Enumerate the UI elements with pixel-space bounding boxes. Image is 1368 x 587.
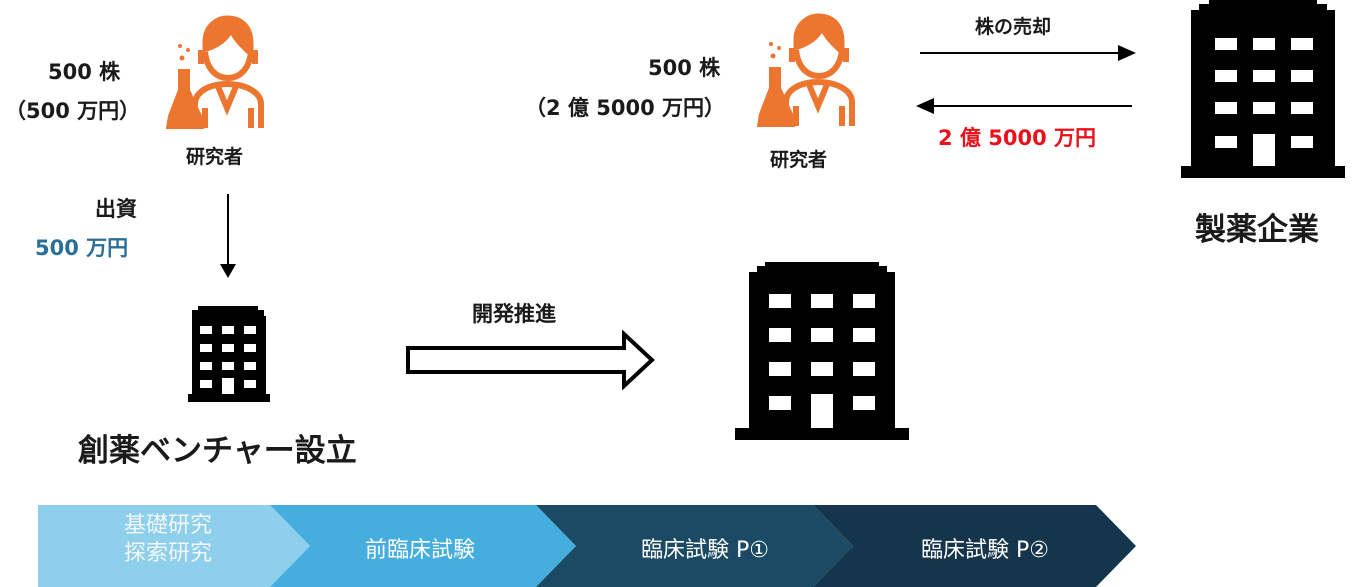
pipeline-stage-3-shape <box>536 505 853 587</box>
pipeline-stage-3: 臨床試験 P① <box>641 538 769 563</box>
venture-label: 創薬ベンチャー設立 <box>78 433 357 469</box>
grown-venture-building-icon <box>735 262 909 440</box>
venture-building-icon <box>188 306 270 402</box>
left-shares-value: （500 万円） <box>5 99 141 123</box>
sale-label: 株の売却 <box>975 16 1052 38</box>
right-shares-value: （2 億 5000 万円） <box>525 96 725 120</box>
payment-arrow <box>916 98 1132 114</box>
pipeline-stage-4: 臨床試験 P② <box>921 538 1049 563</box>
investment-amount: 500 万円 <box>35 236 129 260</box>
development-label: 開発推進 <box>472 302 556 326</box>
pipeline-stage-2-shape <box>270 505 576 587</box>
investment-label: 出資 <box>95 197 137 221</box>
pipeline-bar <box>38 505 1136 587</box>
researcher-icon <box>165 15 264 129</box>
pharma-label: 製薬企業 <box>1195 212 1319 248</box>
researcher-icon <box>756 13 855 127</box>
pipeline-stage-1: 基礎研究 探索研究 <box>68 512 268 568</box>
investment-arrow <box>220 194 236 278</box>
sale-amount: 2 億 5000 万円 <box>938 126 1096 150</box>
sale-arrow <box>920 45 1136 61</box>
pipeline-stage-1-line1: 基礎研究 <box>123 513 212 538</box>
pipeline-stage-1-shape <box>38 505 310 587</box>
right-shares-count: 500 株 <box>648 56 721 80</box>
pipeline-stage-4-shape <box>813 505 1136 587</box>
development-arrow <box>406 330 655 390</box>
left-researcher-label: 研究者 <box>186 146 244 168</box>
pharma-building-icon <box>1181 0 1345 178</box>
pipeline-stage-2: 前臨床試験 <box>364 538 475 563</box>
right-researcher-label: 研究者 <box>770 149 828 171</box>
left-shares-count: 500 株 <box>48 60 121 84</box>
pipeline-stage-1-line2: 探索研究 <box>123 541 212 566</box>
